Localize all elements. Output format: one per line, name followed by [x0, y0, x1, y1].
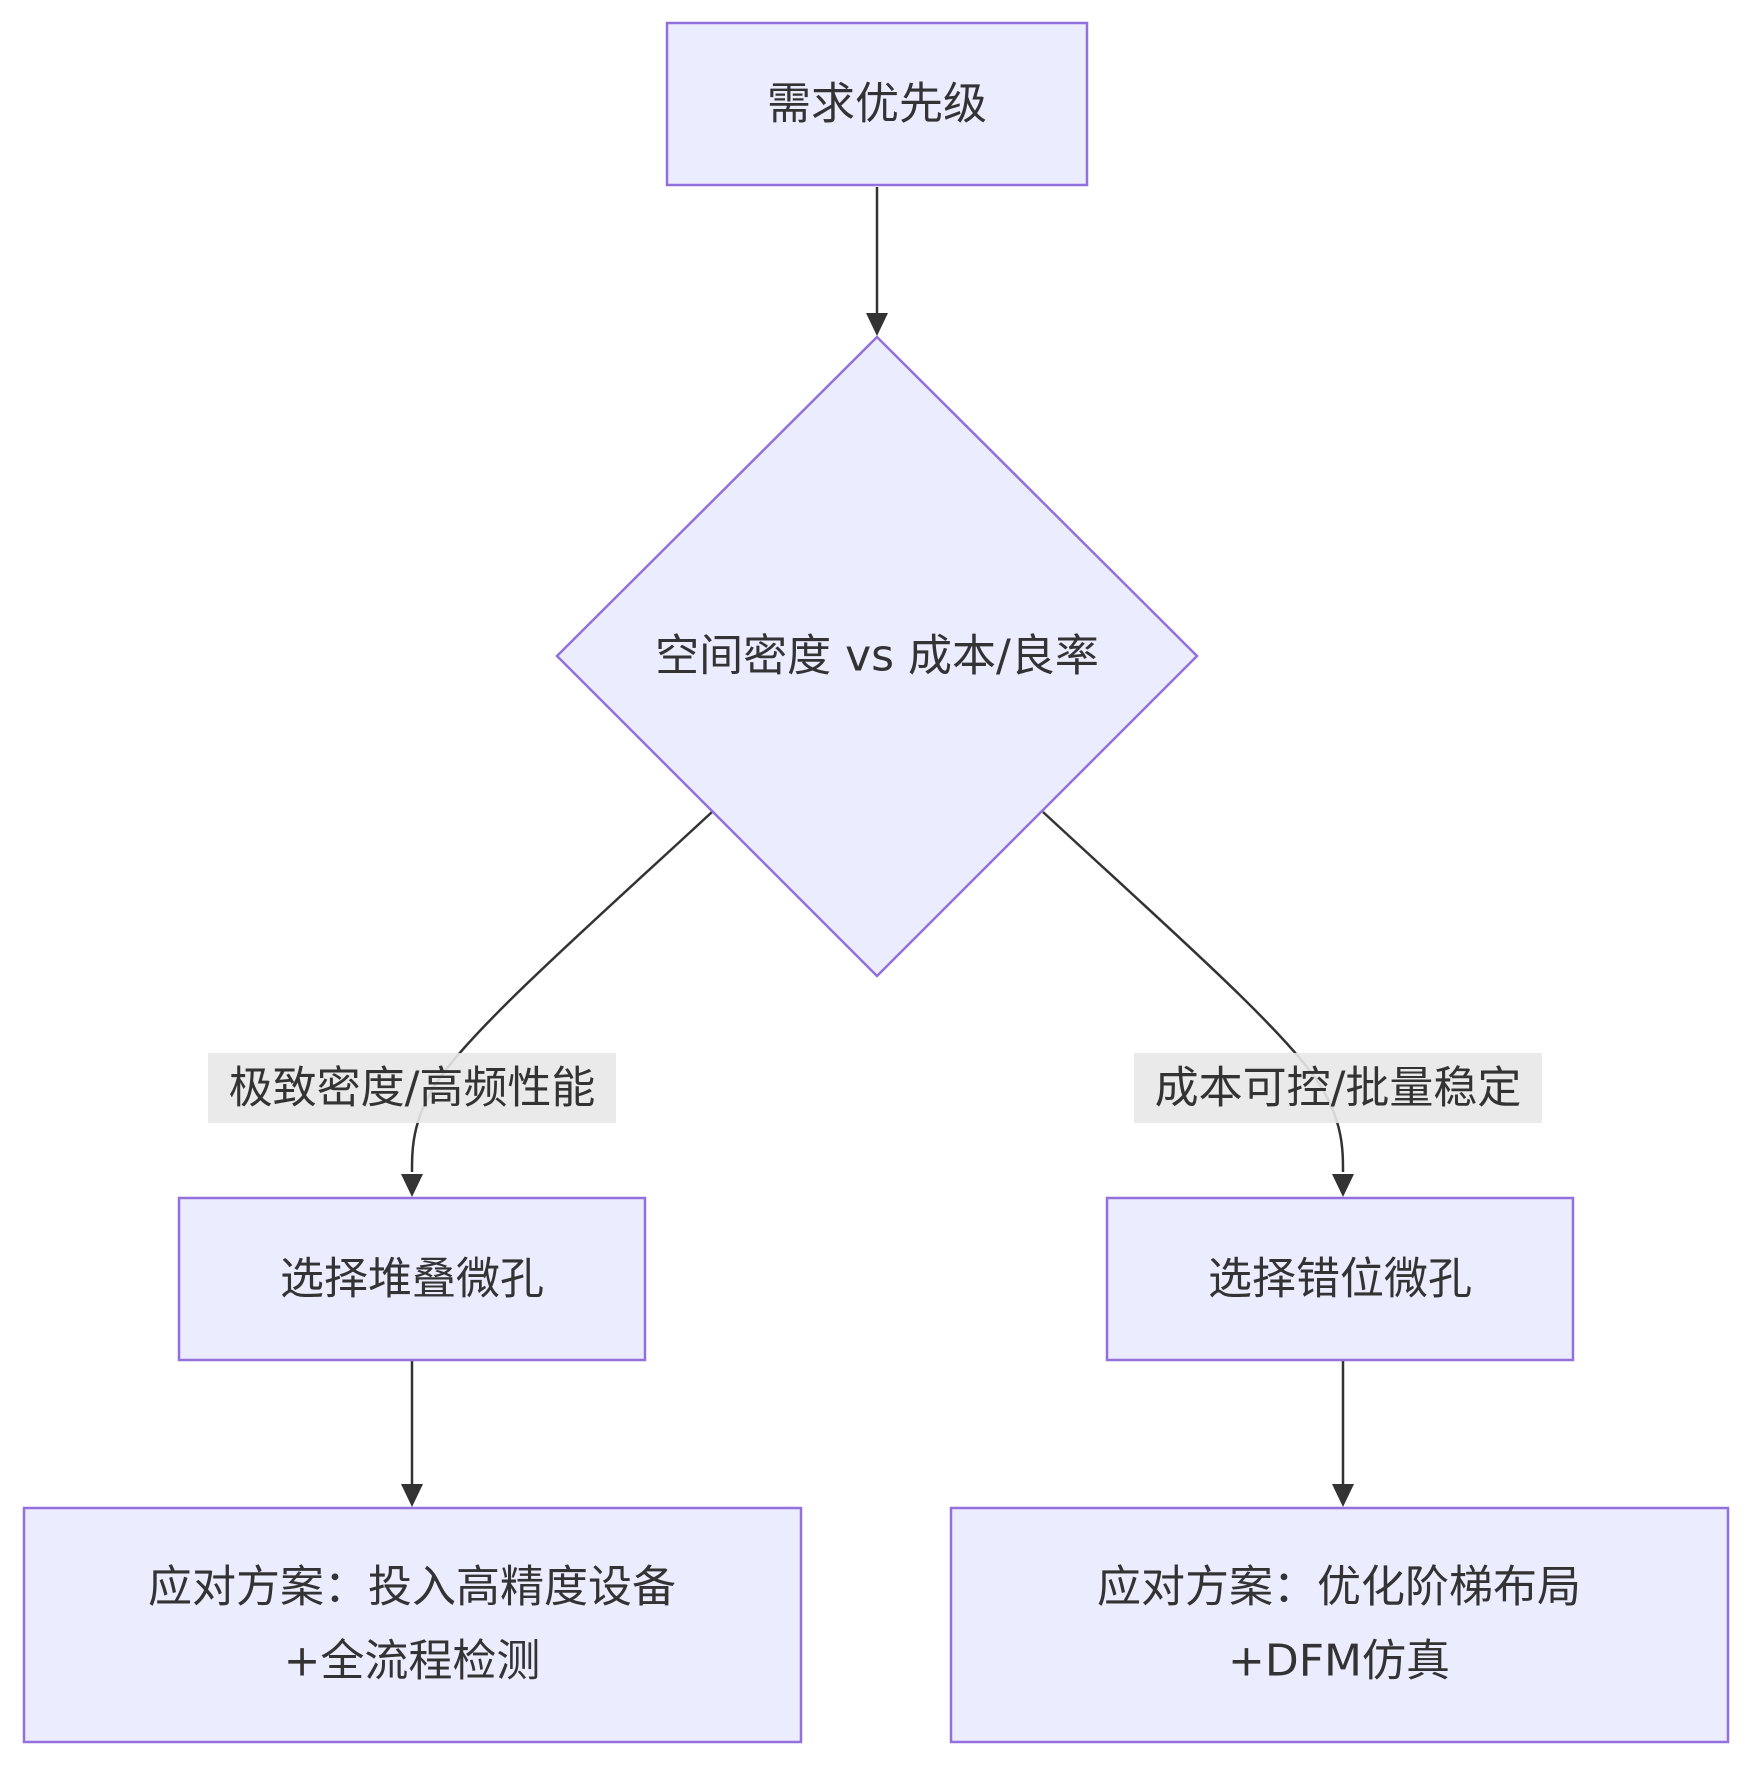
- edge-label-left-bg: [208, 1053, 616, 1123]
- arrowhead-staggered-to-solution-right: [1332, 1484, 1354, 1507]
- node-decision: 空间密度 vs 成本/良率: [555, 335, 1199, 978]
- edge-decision-to-stacked: [410, 811, 713, 1173]
- arrowhead-decision-to-staggered: [1332, 1174, 1354, 1197]
- node-solution-right-box: [949, 1506, 1730, 1744]
- edge-label-left: 极致密度/高频性能: [208, 1053, 616, 1123]
- edge-label-right-text: 成本可控/批量稳定: [1155, 1063, 1522, 1114]
- node-priority-label: 需求优先级: [767, 79, 987, 130]
- node-solution-right: 应对方案：优化阶梯布局 +DFM仿真: [949, 1506, 1730, 1744]
- node-decision-label: 空间密度 vs 成本/良率: [655, 631, 1099, 682]
- edges: [401, 187, 1354, 1507]
- node-solution-right-line1: 应对方案：优化阶梯布局: [1097, 1562, 1581, 1613]
- node-stacked-label: 选择堆叠微孔: [280, 1254, 544, 1305]
- node-solution-left-line2: +全流程检测: [284, 1636, 541, 1687]
- edge-label-right-bg: [1134, 1053, 1542, 1123]
- node-priority: 需求优先级: [665, 21, 1089, 187]
- node-staggered: 选择错位微孔: [1105, 1196, 1575, 1362]
- node-staggered-label: 选择错位微孔: [1208, 1254, 1472, 1305]
- edge-label-right: 成本可控/批量稳定: [1134, 1053, 1542, 1123]
- node-solution-left-box: [22, 1506, 803, 1744]
- node-solution-left-line1: 应对方案：投入高精度设备: [148, 1562, 676, 1613]
- node-stacked-box: [177, 1196, 647, 1362]
- node-solution-left: 应对方案：投入高精度设备 +全流程检测: [22, 1506, 803, 1744]
- edge-label-left-text: 极致密度/高频性能: [229, 1063, 596, 1114]
- arrowhead-priority-to-decision: [866, 313, 888, 336]
- node-staggered-box: [1105, 1196, 1575, 1362]
- node-stacked: 选择堆叠微孔: [177, 1196, 647, 1362]
- node-priority-box: [665, 21, 1089, 187]
- node-solution-right-line2: +DFM仿真: [1228, 1636, 1450, 1687]
- arrowhead-stacked-to-solution-left: [401, 1484, 423, 1507]
- edge-decision-to-staggered: [1042, 811, 1345, 1173]
- arrowhead-decision-to-stacked: [401, 1174, 423, 1197]
- node-decision-diamond: [555, 335, 1199, 978]
